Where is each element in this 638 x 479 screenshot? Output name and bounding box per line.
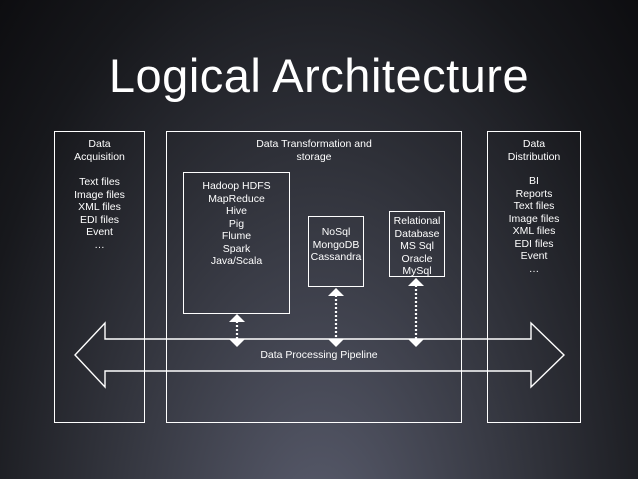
hadoop-connector-arrow (229, 314, 245, 347)
relational-item: Relational (393, 215, 441, 227)
distribution-heading-line-2: Distribution (507, 150, 561, 163)
hadoop-item: Java/Scala (210, 255, 263, 267)
data-acquisition-box: Data Acquisition Text files Image files … (54, 131, 145, 423)
distribution-item: EDI files (514, 237, 554, 250)
transformation-heading-line-2: storage (296, 150, 332, 163)
hadoop-item: Flume (221, 230, 252, 242)
distribution-item: Event (520, 250, 548, 262)
relational-item: Database (394, 227, 440, 240)
pipeline-label: Data Processing Pipeline (260, 349, 378, 361)
distribution-item: BI (529, 175, 539, 187)
relational-database-box: Relational Database MS Sql Oracle MySql (389, 211, 445, 277)
pipeline-arrow (74, 321, 566, 389)
acquisition-item: Text files (79, 176, 120, 188)
hadoop-box: Hadoop HDFS MapReduce Hive Pig Flume Spa… (183, 172, 290, 314)
distribution-item: Reports (515, 187, 553, 200)
acquisition-item: Event (86, 226, 113, 238)
nosql-connector-arrow (328, 288, 344, 347)
hadoop-item: Pig (228, 217, 245, 230)
acquisition-item: … (94, 238, 105, 251)
distribution-heading-line-1: Data (522, 138, 546, 150)
acquisition-item: Image files (74, 188, 125, 201)
hadoop-item: Hadoop HDFS (202, 180, 271, 192)
distribution-item: … (528, 262, 540, 275)
nosql-box: NoSql MongoDB Cassandra (308, 216, 364, 287)
data-distribution-box: Data Distribution BI Reports Text files … (487, 131, 581, 423)
relational-item: Oracle (401, 252, 433, 265)
distribution-item: Text files (513, 200, 555, 212)
data-transformation-box: Data Transformation and storage (166, 131, 462, 423)
nosql-item: Cassandra (310, 251, 362, 263)
acquisition-heading-line-1: Data (88, 138, 111, 150)
relational-connector-arrow (408, 278, 424, 347)
transformation-heading-line-1: Data Transformation and (256, 138, 372, 150)
relational-item: MS Sql (400, 240, 434, 252)
page-title: Logical Architecture (108, 49, 530, 102)
nosql-item: MongoDB (312, 238, 360, 251)
acquisition-heading-line-2: Acquisition (74, 150, 125, 163)
acquisition-item: XML files (78, 201, 121, 213)
hadoop-item: MapReduce (208, 192, 265, 205)
relational-item: MySql (402, 265, 432, 277)
acquisition-item: EDI files (79, 213, 120, 226)
distribution-item: XML files (512, 225, 556, 237)
distribution-item: Image files (508, 212, 560, 225)
hadoop-item: Spark (222, 242, 251, 255)
nosql-item: NoSql (321, 226, 351, 238)
hadoop-item: Hive (225, 205, 247, 217)
